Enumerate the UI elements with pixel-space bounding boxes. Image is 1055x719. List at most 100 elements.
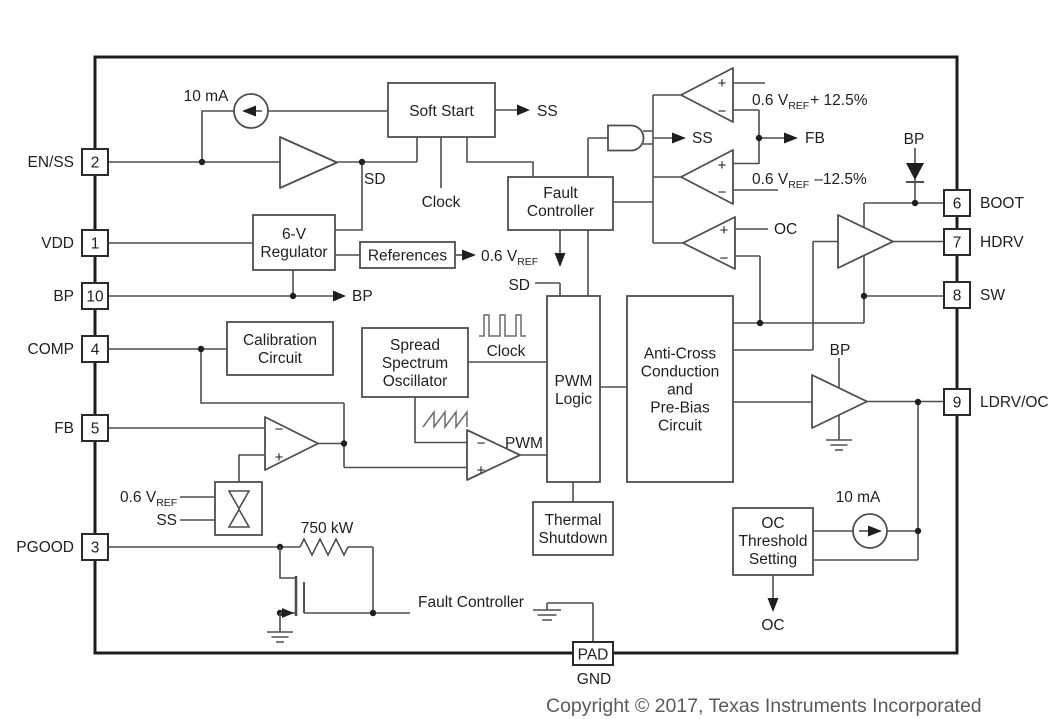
minus-sign: − <box>718 184 727 201</box>
block-label: Pre-Bias <box>650 400 710 417</box>
block-fault-controller: Fault Controller <box>507 176 614 231</box>
vref-high-threshold-label: 0.6 VREF+ 12.5% <box>752 92 868 112</box>
pin-number: 2 <box>91 155 100 172</box>
pin-number: PAD <box>578 647 609 664</box>
pin-vdd: 1 VDD <box>41 229 109 257</box>
pin-name: VDD <box>41 235 74 252</box>
block-spread-spectrum-oscillator: Spread Spectrum Oscillator <box>361 327 469 398</box>
plus-sign: + <box>718 75 727 92</box>
block-6v-regulator: 6-V Regulator <box>252 214 336 271</box>
pin-pad-gnd: PAD GND <box>572 641 614 688</box>
pin-hdrv: 7 HDRV <box>943 228 1024 256</box>
block-pwm-logic: PWM Logic <box>546 295 601 483</box>
pin-number: 1 <box>91 236 100 253</box>
block-label: 6-V <box>282 226 307 243</box>
minus-sign: − <box>477 435 486 452</box>
ground-icon <box>533 603 561 621</box>
ldrv-driver-icon <box>811 374 868 429</box>
minus-sign: − <box>718 103 727 120</box>
pin-name: GND <box>577 671 611 688</box>
overcurrent-comparator-icon: + − <box>682 216 736 270</box>
bp-diode-label: BP <box>904 131 925 148</box>
signal-arrowheads <box>333 104 798 612</box>
fault-controller-net-label: Fault Controller <box>418 594 524 611</box>
plus-sign: + <box>718 157 727 174</box>
pin-name: FB <box>54 420 74 437</box>
error-amplifier-icon: − + <box>264 416 319 471</box>
pin-pgood: 3 PGOOD <box>16 533 109 561</box>
mosfet-icon <box>279 547 305 618</box>
pin-fb: 5 FB <box>54 414 109 442</box>
undervoltage-comparator-icon: + − <box>680 149 734 205</box>
pin-comp: 4 COMP <box>28 335 109 363</box>
vref-error-amp-label: 0.6 VREF <box>120 489 177 509</box>
pin-name: SW <box>980 287 1005 304</box>
current-source-icon: 10 mA <box>184 88 269 129</box>
block-references: References <box>359 241 456 269</box>
plus-sign: + <box>275 449 284 466</box>
pin-name: COMP <box>28 341 75 358</box>
block-label: Soft Start <box>409 103 474 120</box>
resistor-value-label: 750 kW <box>301 520 354 537</box>
oc-comparator-label: OC <box>774 221 797 238</box>
block-label: Controller <box>527 203 594 220</box>
block-label: Spectrum <box>382 355 448 372</box>
current-source-icon: 10 mA <box>836 489 888 549</box>
pin-name: HDRV <box>980 234 1024 251</box>
pin-number: 3 <box>91 540 100 557</box>
vref-output-label: 0.6 VREF <box>481 248 538 268</box>
pin-boot: 6 BOOT <box>943 189 1024 217</box>
plus-sign: + <box>477 462 486 479</box>
pin-number: 5 <box>91 421 100 438</box>
sawtooth-waveform-icon <box>422 409 468 430</box>
overvoltage-comparator-icon: + − <box>680 67 734 123</box>
pin-number: 4 <box>91 342 100 359</box>
pin-name: BOOT <box>980 195 1024 212</box>
block-label: Spread <box>390 337 440 354</box>
block-soft-start: Soft Start <box>387 82 496 138</box>
pin-number: 6 <box>953 196 962 213</box>
oc-net-label: OC <box>761 617 784 634</box>
and-gate-icon <box>607 124 645 152</box>
pin-name: BP <box>53 288 74 305</box>
resistor-icon <box>299 537 349 557</box>
pin-number: 10 <box>86 289 104 306</box>
block-label: PWM <box>555 373 593 390</box>
pwm-comparator-icon: − + <box>466 429 521 481</box>
current-source-top-label: 10 mA <box>184 88 229 105</box>
minus-sign: − <box>720 250 729 267</box>
pin-bp: 10 BP <box>53 282 109 310</box>
block-label: Thermal <box>545 512 602 529</box>
bp-ldrv-label: BP <box>830 342 851 359</box>
block-label: References <box>368 248 448 265</box>
pin-number: 9 <box>953 395 962 412</box>
block-label: Setting <box>749 551 797 568</box>
sd-pwm-label: SD <box>508 277 530 294</box>
block-calibration-circuit: Calibration Circuit <box>226 321 334 376</box>
hdrv-driver-icon <box>837 214 894 269</box>
block-label: Threshold <box>739 533 808 550</box>
junction-dots <box>197 134 922 617</box>
block-label: Fault <box>543 185 578 202</box>
pin-sw: 8 SW <box>943 281 1005 309</box>
block-label: Circuit <box>658 418 703 435</box>
block-anti-cross-conduction: Anti-Cross Conduction and Pre-Bias Circu… <box>626 295 734 483</box>
ss-soft-start-label: SS <box>537 103 558 120</box>
ground-icon <box>826 439 852 451</box>
clock-waveform-icon <box>479 314 526 337</box>
ground-icon <box>267 613 293 643</box>
vref-low-threshold-label: 0.6 VREF–12.5% <box>752 171 867 191</box>
diode-icon: BP <box>904 131 925 183</box>
pin-en-ss: 2 EN/SS <box>27 148 109 176</box>
sd-buffer-label: SD <box>364 171 386 188</box>
bp-regulator-label: BP <box>352 288 373 305</box>
pin-number: 8 <box>953 288 962 305</box>
block-thermal-shutdown: Thermal Shutdown <box>532 501 614 556</box>
clock-soft-start-label: Clock <box>422 194 461 211</box>
pwm-label: PWM <box>505 435 543 452</box>
clock-oscillator-label: Clock <box>487 343 526 360</box>
minus-sign: − <box>275 421 284 438</box>
block-label: and <box>667 382 693 399</box>
